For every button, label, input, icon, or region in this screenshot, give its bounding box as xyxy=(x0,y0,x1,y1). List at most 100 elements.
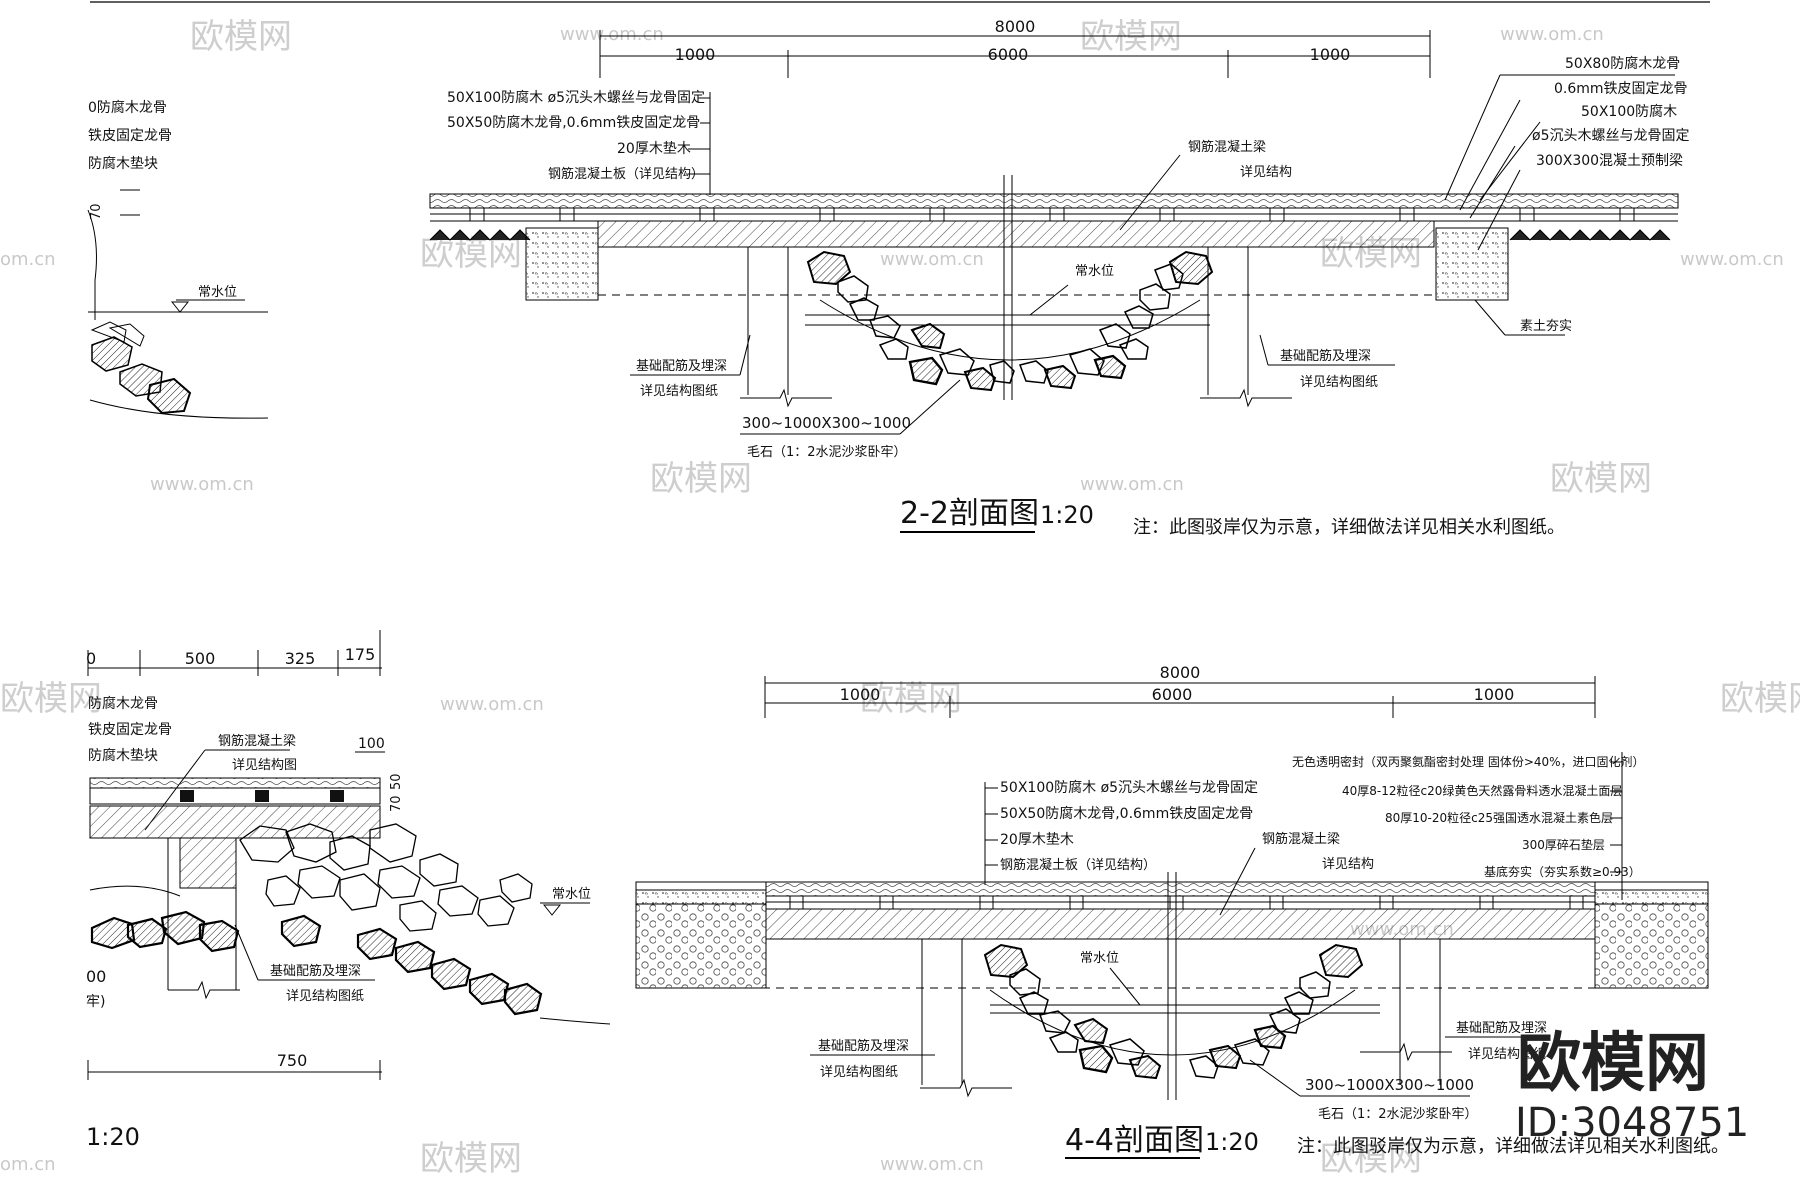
deck-boards xyxy=(89,777,381,789)
dim-text: 1000 xyxy=(675,45,716,64)
layer-callout: 基底夯实（夯实系数≥0.93） xyxy=(1484,864,1641,879)
dim-text: 175 xyxy=(345,645,376,664)
leader-line xyxy=(739,334,751,376)
watermark-text: 欧模网 xyxy=(1720,679,1800,719)
stone-toe xyxy=(90,910,543,1016)
foundation-note: 详见结构图纸 xyxy=(286,989,364,1004)
section-title: 4-4剖面图 xyxy=(1065,1123,1204,1158)
ground-line xyxy=(89,399,269,419)
callout-label: 钢筋混凝土板（详见结构） xyxy=(548,166,704,182)
dim-text: 50 xyxy=(389,773,404,790)
layer-callout: 40厚8-12粒径c20绿黄色天然露骨料透水混凝土面层 xyxy=(1342,783,1622,798)
leader-line xyxy=(1259,334,1269,366)
callout-label: 铁皮固定龙骨 xyxy=(88,722,172,738)
leader-line xyxy=(1477,169,1521,251)
bank-line xyxy=(89,885,181,897)
leader-line xyxy=(899,379,961,435)
break-mark xyxy=(1200,388,1292,408)
watermark-url: om.cn xyxy=(0,249,56,270)
compacted-soil xyxy=(1509,229,1671,241)
concrete-slab xyxy=(765,908,1596,940)
leader-line xyxy=(1469,145,1516,219)
foundation-note: 详见结构图纸 xyxy=(640,384,718,399)
watermark-layer: 欧模网 欧模网 欧模网 欧模网 欧模网 欧模网 欧模网 欧模网 欧模网 欧模网 … xyxy=(0,17,1800,1179)
dim-text: 100 xyxy=(358,736,385,752)
leader-line xyxy=(1119,154,1181,231)
callout-label: 20厚木垫木 xyxy=(617,141,691,157)
bank-line xyxy=(87,209,97,320)
callout-label: 50X50防腐木龙骨,0.6mm铁皮固定龙骨 xyxy=(1000,805,1253,822)
dim-text: 0 xyxy=(86,649,96,668)
dim-total: 8000 xyxy=(995,17,1036,36)
dim-text: 6000 xyxy=(988,45,1029,64)
deck-boards xyxy=(429,193,1679,209)
dim-text: 750 xyxy=(277,1051,308,1070)
stone-channel xyxy=(806,250,1214,392)
stone xyxy=(90,321,127,343)
water-level-label: 常水位 xyxy=(1075,264,1114,279)
layer-callout: 300厚碎石垫层 xyxy=(1522,837,1605,852)
dim-text: 1000 xyxy=(840,685,881,704)
dim-text: 1000 xyxy=(1310,45,1351,64)
brand-badge: 欧模网 ID:3048751 xyxy=(1515,1027,1749,1146)
water-level-label: 常水位 xyxy=(1080,951,1119,966)
foundation-note: 详见结构图纸 xyxy=(1468,1047,1546,1062)
ground-line xyxy=(539,1017,611,1025)
callout-label: 详见结构 xyxy=(1240,165,1292,180)
watermark-text: 欧模网 xyxy=(190,17,292,57)
leader-line xyxy=(1249,1059,1301,1097)
stone-dims: 300~1000X300~1000 xyxy=(1305,1076,1474,1094)
compacted-soil xyxy=(429,229,531,241)
deck-boards xyxy=(765,881,1596,897)
watermark-url: om.cn xyxy=(0,1154,56,1175)
paving-layer xyxy=(1594,889,1709,905)
stone-channel xyxy=(983,943,1364,1080)
leader-line xyxy=(1479,121,1541,201)
callout-label: 钢筋混凝土板（详见结构） xyxy=(1000,857,1156,873)
leader-line xyxy=(234,924,259,981)
watermark-text: 欧模网 xyxy=(1080,17,1182,57)
layer-callout: 80厚10-20粒径c25强国透水混凝土素色层 xyxy=(1385,810,1613,825)
section-note: 注：此图驳岸仅为示意，详细做法详见相关水利图纸。 xyxy=(1297,1136,1729,1157)
leader-line xyxy=(1459,99,1521,211)
callout-label: 0.6mm铁皮固定龙骨 xyxy=(1554,81,1688,97)
callout-label: 50X50防腐木龙骨,0.6mm铁皮固定龙骨 xyxy=(447,114,700,131)
callout-label: 300X300混凝土预制梁 xyxy=(1536,153,1683,169)
precast-beam xyxy=(525,227,599,301)
paving-surface xyxy=(1594,881,1709,891)
cut-text: 00 xyxy=(86,967,106,986)
stone xyxy=(91,336,133,372)
break-mark xyxy=(920,1078,1012,1098)
joist-layer xyxy=(89,787,381,805)
spacer-block xyxy=(180,790,194,802)
callout-label: 防腐木垫块 xyxy=(88,747,158,764)
foundation-note: 详见结构图纸 xyxy=(1300,375,1378,390)
break-mark xyxy=(740,388,832,408)
callout-label: ø5沉头木螺丝与龙骨固定 xyxy=(1532,128,1689,144)
left-top-section: 0防腐木龙骨 铁皮固定龙骨 防腐木垫块 70 常水位 xyxy=(87,99,269,419)
leader-line xyxy=(1109,967,1141,1006)
spacer-blocks xyxy=(789,895,1584,910)
dim-text: 70 xyxy=(89,203,104,220)
spacer-block xyxy=(330,790,344,802)
dim-text: 70 xyxy=(389,795,404,812)
dim-total: 8000 xyxy=(1160,663,1201,682)
watermark-text: 欧模网 xyxy=(860,679,962,719)
soil-label: 素土夯实 xyxy=(1520,319,1572,334)
callout-label: 详见结构 xyxy=(1322,857,1374,872)
section-title: 2-2剖面图 xyxy=(900,496,1039,531)
callout-label: 50X100防腐木 ø5沉头木螺丝与龙骨固定 xyxy=(1000,779,1258,796)
break-mark xyxy=(168,980,240,1000)
callout-label: 20厚木垫木 xyxy=(1000,832,1074,848)
dim-text: 325 xyxy=(285,649,316,668)
concrete-slab xyxy=(89,805,381,839)
callout-label: 50X80防腐木龙骨 xyxy=(1565,55,1680,72)
leader-line xyxy=(1219,847,1256,916)
foundation-note: 基础配筋及埋深 xyxy=(1456,1020,1547,1036)
section-2-2: 8000 1000 6000 1000 50X100防腐木 ø5沉头木螺丝与龙骨… xyxy=(429,17,1689,538)
callout-label: 钢筋混凝土梁 xyxy=(218,733,296,749)
cut-text: 牢) xyxy=(86,994,105,1010)
break-mark xyxy=(1360,1042,1452,1062)
watermark-text: 欧模网 xyxy=(420,1139,522,1179)
